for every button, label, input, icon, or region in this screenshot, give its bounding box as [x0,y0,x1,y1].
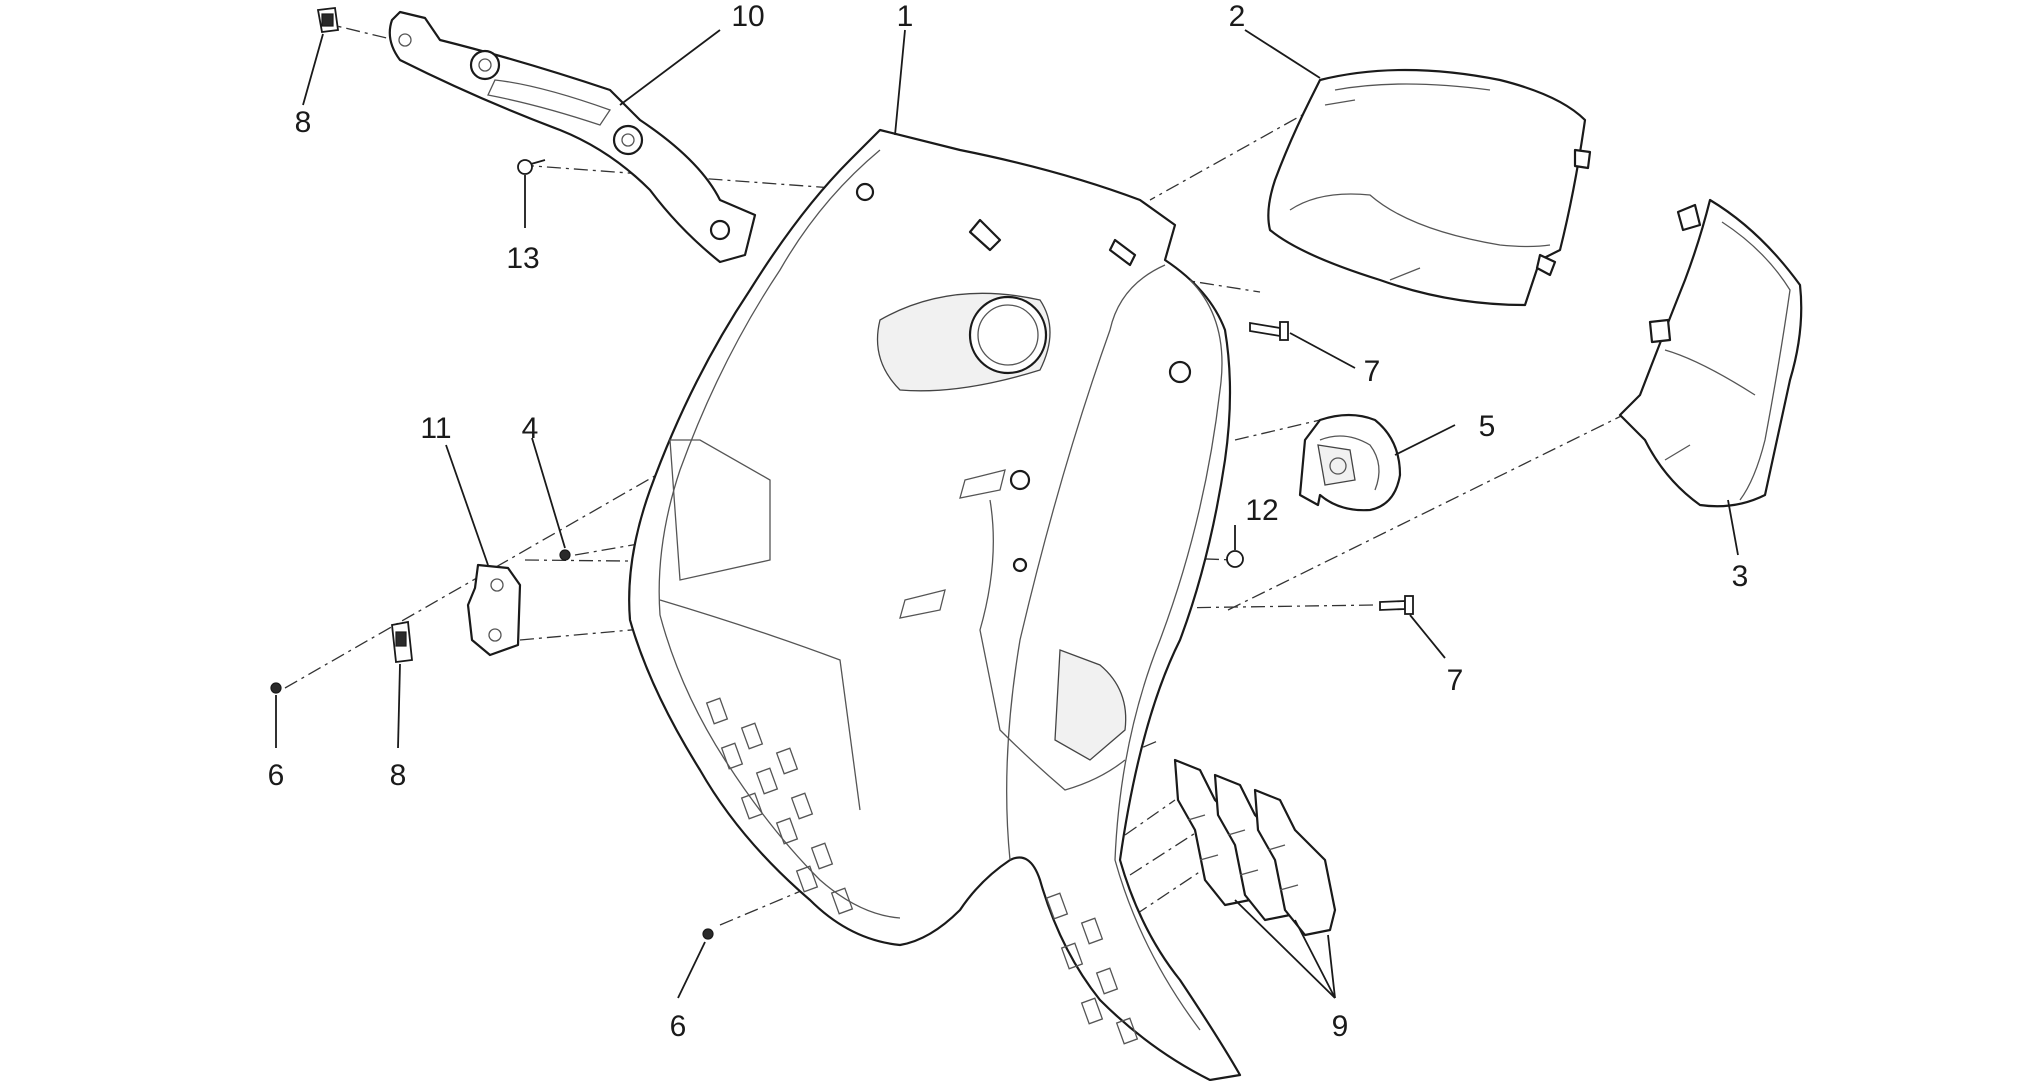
screw-13-icon [517,159,546,175]
callout-11: 11 [420,412,451,445]
inner-cover-part-2 [1267,68,1592,307]
callout-1: 1 [897,0,914,33]
callout-4: 4 [522,412,539,445]
screw-6-bottom-icon [702,928,714,940]
clip-nut-8-top-icon [316,7,340,33]
callout-7-lower: 7 [1447,664,1464,697]
callout-6-bottom: 6 [670,1010,687,1043]
bracket-part-10 [388,10,757,264]
screw-7-upper-icon [1249,321,1289,341]
side-panel-part-3 [1618,198,1803,508]
callout-labels: 1 2 3 4 5 6 6 7 7 8 8 9 10 11 12 13 [268,0,1749,1043]
callout-8-lower: 8 [390,759,407,792]
screw-7-lower-icon [1379,595,1414,615]
clip-nut-8-lower-icon [391,620,413,664]
callout-6-left: 6 [268,759,285,792]
callout-13: 13 [506,242,539,275]
callout-5: 5 [1479,410,1496,443]
callout-10: 10 [731,0,764,33]
clips-part-9 [1173,758,1337,937]
callout-9: 9 [1332,1010,1349,1043]
bezel-part-5 [1298,413,1402,512]
callout-2: 2 [1229,0,1246,33]
screw-12-icon [1226,550,1244,568]
hardware [270,7,1414,940]
leader-lines [275,29,1739,999]
callout-12: 12 [1245,494,1278,527]
plate-part-11 [466,563,522,657]
callout-8-top: 8 [295,106,312,139]
callout-3: 3 [1732,560,1749,593]
screw-4-icon [559,549,571,561]
screw-6-left-icon [270,682,282,694]
leg-shield-part-1 [628,128,1242,1081]
floor-grille-left [705,697,854,915]
floor-grille-right [1045,892,1139,1045]
callout-7-upper: 7 [1364,355,1381,388]
